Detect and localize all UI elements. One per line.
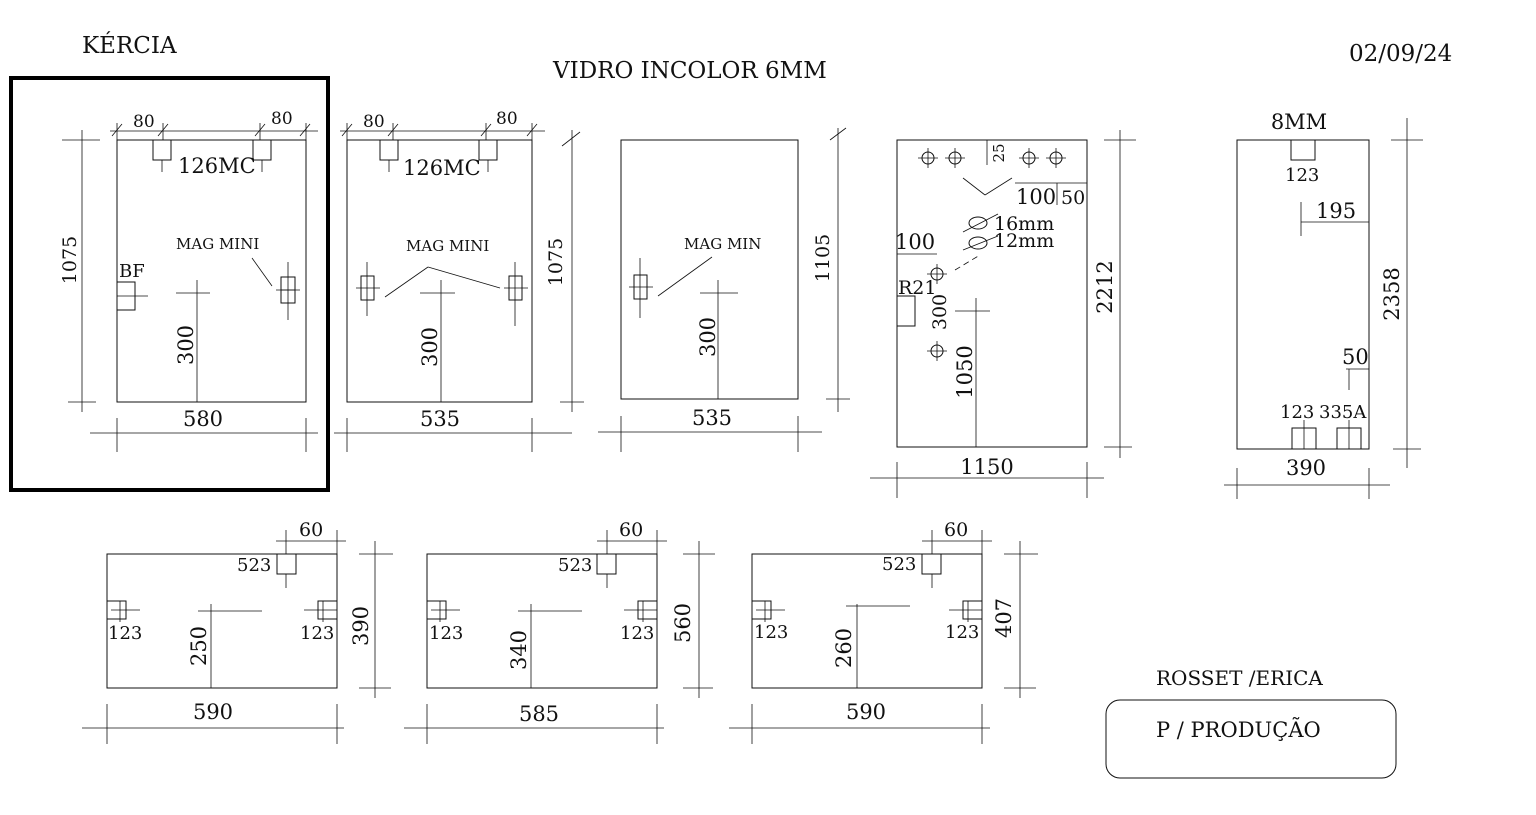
bottom-panel-1-top-spacing: 60 xyxy=(299,519,323,541)
panel-2-handle-height: 300 xyxy=(418,327,442,367)
panel-2-hinge-left xyxy=(379,139,399,161)
panel-5-side-offset: 195 xyxy=(1316,199,1356,223)
panel-2-hinge-right xyxy=(478,139,498,161)
status-box[interactable] xyxy=(1105,699,1397,779)
panel-3-outline xyxy=(620,139,799,400)
panel-2-hinge-label: 126MC xyxy=(403,156,481,180)
panel-4-hole-small: 12mm xyxy=(994,230,1054,252)
panel-4-left-offset: 100 xyxy=(895,230,935,254)
panel-4-notch-cutout xyxy=(896,295,916,327)
bottom-panel-1-left-fitting-label: 123 xyxy=(108,623,142,644)
bottom-panel-3-left-fitting-label: 123 xyxy=(754,622,788,643)
panel-2[interactable]: 80 80 126MC 1075 MAG MINI 300 535 xyxy=(334,109,584,452)
bottom-panel-3-top-fitting xyxy=(921,553,942,575)
panel-4-notch: R21 xyxy=(898,277,936,299)
panel-1-spacing-right: 80 xyxy=(271,109,293,129)
bottom-panel-3-outline xyxy=(751,553,983,689)
panel-1-lock-label: MAG MINI xyxy=(176,235,259,253)
panel-4[interactable]: 25 100 50 16mm 12mm 100 R21 300 1050 xyxy=(870,130,1136,498)
bottom-panel-2-top-fitting xyxy=(596,553,617,575)
bottom-panel-1-right-fitting-label: 123 xyxy=(300,623,334,644)
bottom-panel-1-width: 590 xyxy=(193,700,233,724)
panel-5-top-fitting-label: 123 xyxy=(1285,165,1319,186)
bottom-panel-1-outline xyxy=(106,553,338,689)
panel-4-width: 1150 xyxy=(960,455,1013,479)
panel-3[interactable]: 1105 MAG MIN 300 535 xyxy=(598,127,850,452)
panel-2-height: 1075 xyxy=(545,238,567,286)
bottom-panel-1-height: 390 xyxy=(349,606,373,646)
bottom-panel-2-top-fitting-label: 523 xyxy=(558,555,592,576)
bottom-panel-3-handle-height: 260 xyxy=(832,628,856,668)
bottom-panel-1-top-fitting xyxy=(276,553,297,575)
panel-1-hinge-label: 126MC xyxy=(178,154,256,178)
panel-4-notch-height: 300 xyxy=(929,294,951,330)
client-name: KÉRCIA xyxy=(82,32,177,59)
panel-5-height: 2358 xyxy=(1380,267,1404,320)
panel-2-spacing-left: 80 xyxy=(363,112,385,132)
panel-1-width: 580 xyxy=(183,407,223,431)
panel-5-bottom-offset: 50 xyxy=(1342,345,1369,369)
bottom-panel-3[interactable]: 60 523 123 123 260 407 590 xyxy=(729,519,1038,744)
panel-4-height: 2212 xyxy=(1093,260,1117,313)
bottom-panel-3-top-spacing: 60 xyxy=(944,519,968,541)
bottom-panel-1-handle-height: 250 xyxy=(187,626,211,666)
panel-4-hole-edge: 50 xyxy=(1061,187,1085,209)
bottom-panel-3-width: 590 xyxy=(846,700,886,724)
panel-4-hole-spacing: 100 xyxy=(1016,185,1056,209)
bottom-panel-2[interactable]: 60 523 123 123 340 560 585 xyxy=(404,519,715,744)
material-title: VIDRO INCOLOR 6MM xyxy=(552,58,827,84)
panel-1-hinge-left xyxy=(152,139,172,161)
bottom-panel-2-handle-height: 340 xyxy=(507,630,531,670)
panel-1-top-dimension xyxy=(110,123,318,140)
panel-3-handle-height: 300 xyxy=(696,317,720,357)
responsible-names: ROSSET /ERICA xyxy=(1156,666,1323,690)
panel-1-height: 1075 xyxy=(59,236,81,284)
panel-2-outline xyxy=(346,139,533,403)
bottom-panel-1[interactable]: 60 523 123 123 250 390 590 xyxy=(82,519,393,744)
bottom-panel-2-right-fitting-label: 123 xyxy=(620,623,654,644)
panel-5-bottom-fitting-right: 335A xyxy=(1319,402,1367,423)
panel-4-top-offset: 25 xyxy=(990,143,1008,162)
selection-frame[interactable] xyxy=(9,76,330,492)
bottom-panel-2-outline xyxy=(426,553,658,689)
bottom-panel-2-left-fitting-label: 123 xyxy=(429,623,463,644)
bottom-panel-2-width: 585 xyxy=(519,702,559,726)
panel-2-spacing-right: 80 xyxy=(496,109,518,129)
panel-1-side-label: BF xyxy=(119,261,145,282)
status-label: P / PRODUÇÃO xyxy=(1156,718,1321,742)
panel-2-lock-label: MAG MINI xyxy=(406,237,489,255)
panel-2-width: 535 xyxy=(420,407,460,431)
panel-4-outline xyxy=(896,139,1088,448)
panel-4-top-holes xyxy=(918,148,1066,168)
panel-5-thickness: 8MM xyxy=(1271,110,1327,134)
panel-1-hinge-right xyxy=(252,139,272,161)
bottom-panel-1-top-fitting-label: 523 xyxy=(237,555,271,576)
bottom-panel-2-top-spacing: 60 xyxy=(619,519,643,541)
panel-3-height: 1105 xyxy=(812,234,834,282)
bottom-panel-3-right-fitting-label: 123 xyxy=(945,622,979,643)
panel-1[interactable]: 80 80 126MC 1075 BF MAG MINI 300 580 xyxy=(59,109,318,452)
bottom-panel-2-height: 560 xyxy=(671,603,695,643)
bottom-panel-3-top-fitting-label: 523 xyxy=(882,554,916,575)
panel-5[interactable]: 8MM 123 195 50 123 335A 2358 390 xyxy=(1224,110,1423,499)
panel-5-bottom-fitting-left: 123 xyxy=(1280,402,1314,423)
drawing-date: 02/09/24 xyxy=(1349,41,1452,67)
panel-1-spacing-left: 80 xyxy=(133,112,155,132)
panel-4-hole-big: 16mm xyxy=(994,213,1054,235)
panel-5-top-fitting xyxy=(1290,139,1316,161)
panel-3-width: 535 xyxy=(692,406,732,430)
panel-5-width: 390 xyxy=(1286,456,1326,480)
panel-2-top-dimension xyxy=(340,123,545,140)
panel-4-handle-height: 1050 xyxy=(953,345,977,398)
panel-1-handle-height: 300 xyxy=(174,325,198,365)
bottom-panel-3-height: 407 xyxy=(992,598,1016,638)
panel-3-lock-label: MAG MIN xyxy=(684,235,761,253)
panel-1-outline xyxy=(116,139,307,403)
